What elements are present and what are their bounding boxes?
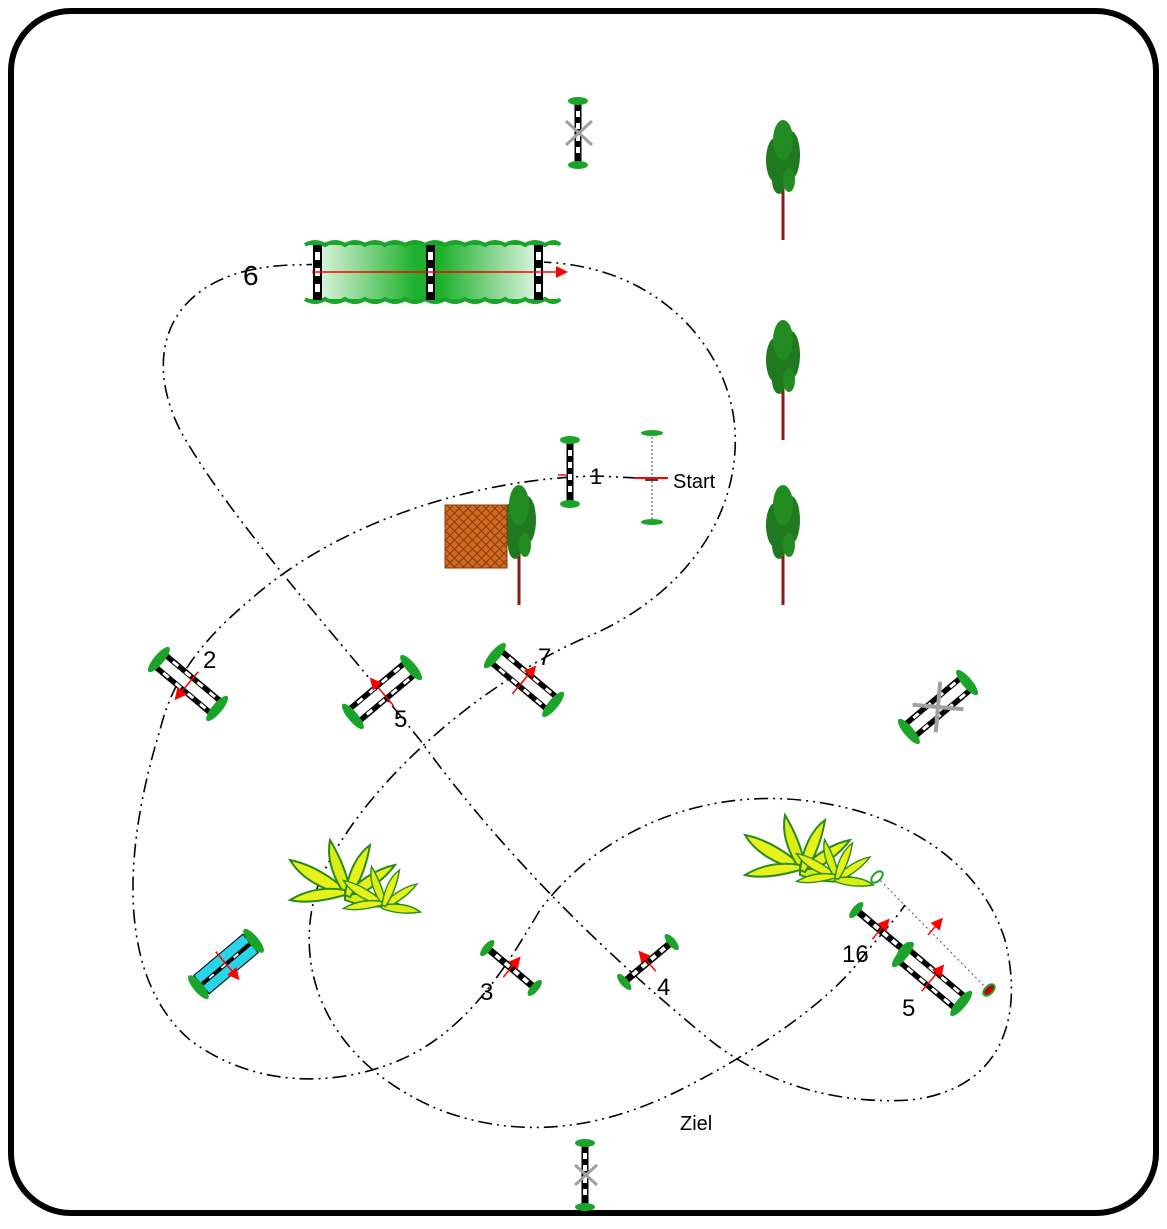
obstacle-number-6: 6 xyxy=(243,260,259,291)
cancelled-jump-top xyxy=(564,97,594,169)
obstacle-number-16: 16 xyxy=(842,941,869,968)
distance-line xyxy=(870,870,996,997)
obstacle-number-7: 7 xyxy=(538,644,551,671)
course-frame xyxy=(8,8,1159,1216)
obstacle-6-hedge xyxy=(303,240,568,304)
obstacle-4 xyxy=(614,931,682,993)
cancelled-oxer-right xyxy=(894,666,982,748)
course-path-group xyxy=(132,261,1013,1129)
obstacle-7 xyxy=(480,639,568,721)
finish-label: Ziel xyxy=(680,1113,712,1135)
obstacle-5a xyxy=(338,651,426,733)
start-label: Start xyxy=(673,471,716,493)
obstacle-number-4: 4 xyxy=(657,974,670,1001)
obstacle-3 xyxy=(477,937,545,999)
obstacle-number-2: 2 xyxy=(203,647,216,674)
obstacle-number-1: 1 xyxy=(590,464,602,489)
obstacle-number-5a: 5 xyxy=(394,706,407,733)
obstacle-16 xyxy=(846,899,914,961)
obstacle-number-3: 3 xyxy=(480,979,493,1006)
water-oxer xyxy=(188,928,264,1000)
wall-obstacle xyxy=(444,504,508,569)
course-path xyxy=(132,261,1013,1129)
obstacle-1 xyxy=(558,436,580,508)
start-line xyxy=(634,430,668,525)
cancelled-jump-bottom xyxy=(573,1139,599,1211)
obstacle-2 xyxy=(144,643,232,725)
obstacle-number-5b: 5 xyxy=(902,995,915,1022)
obstacle-5b xyxy=(888,938,976,1020)
